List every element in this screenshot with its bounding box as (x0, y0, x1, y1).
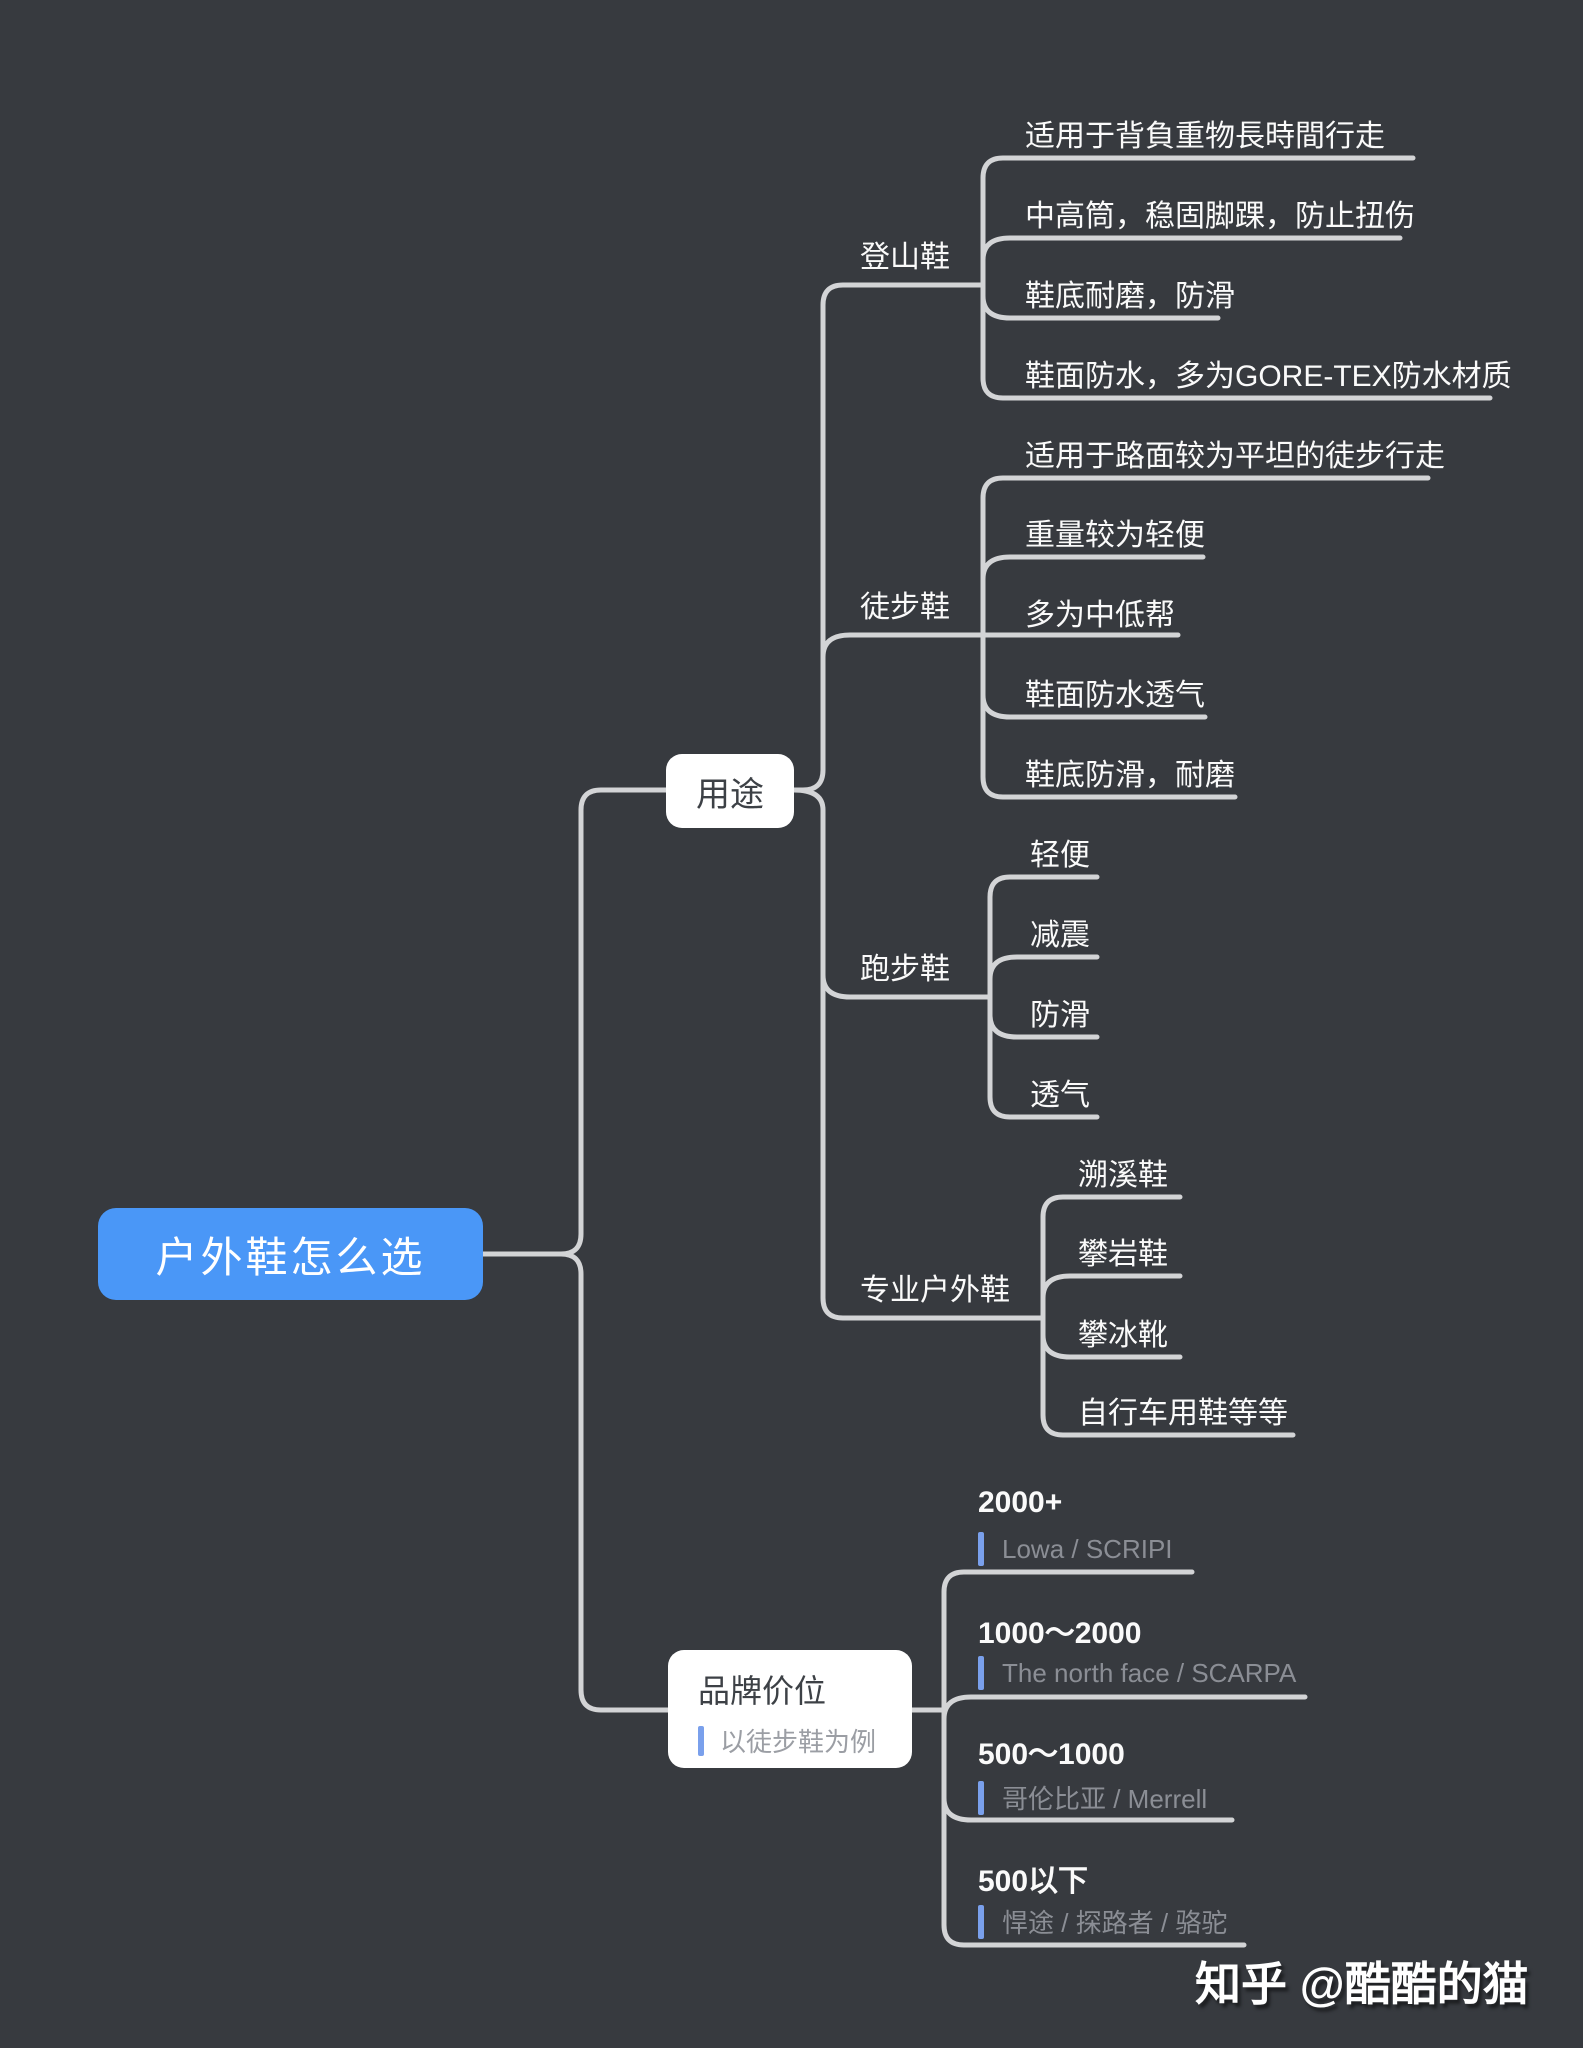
leaf-hiking-4[interactable]: 鞋面防水透气 (1025, 679, 1205, 712)
price-branch-note: 以徒步鞋为例 (698, 1722, 912, 1759)
leaf-pro-3[interactable]: 攀冰靴 (1078, 1319, 1168, 1352)
tier-3-brands-text: 哥伦比亚 / Merrell (1002, 1784, 1208, 1814)
root-node[interactable]: 户外鞋怎么选 (98, 1208, 483, 1300)
tier-4-brands-text: 悍途 / 探路者 / 骆驼 (1002, 1908, 1228, 1938)
tier-1-brands[interactable]: Lowa / SCRIPI (978, 1532, 1173, 1566)
tier-2-range[interactable]: 1000～2000 (978, 1617, 1142, 1650)
leaf-running-1[interactable]: 轻便 (1030, 839, 1090, 872)
category-climbing-shoes[interactable]: 登山鞋 (860, 241, 950, 274)
note-accent-bar (698, 1725, 704, 1756)
tier-3-brands[interactable]: 哥伦比亚 / Merrell (978, 1779, 1207, 1816)
tier-4-accent-bar (978, 1904, 984, 1939)
leaf-climbing-2[interactable]: 中高筒，稳固脚踝，防止扭伤 (1025, 200, 1415, 233)
leaf-climbing-3[interactable]: 鞋底耐磨，防滑 (1025, 280, 1235, 313)
tier-1-accent-bar (978, 1532, 984, 1566)
category-pro-outdoor-shoes[interactable]: 专业户外鞋 (860, 1274, 1010, 1307)
tier-2-brands[interactable]: The north face / SCARPA (978, 1656, 1296, 1690)
tier-4-brands[interactable]: 悍途 / 探路者 / 骆驼 (978, 1903, 1227, 1940)
zhihu-watermark: 知乎 @酷酷的猫 (1195, 1958, 1529, 2010)
branch-usage-node[interactable]: 用途 (666, 754, 794, 828)
leaf-pro-1[interactable]: 溯溪鞋 (1078, 1159, 1168, 1192)
leaf-hiking-2[interactable]: 重量较为轻便 (1025, 519, 1205, 552)
category-hiking-shoes[interactable]: 徒步鞋 (860, 591, 950, 624)
leaf-climbing-4[interactable]: 鞋面防水，多为GORE-TEX防水材质 (1025, 360, 1512, 393)
branch-price-node[interactable]: 品牌价位 以徒步鞋为例 (668, 1650, 912, 1768)
leaf-running-3[interactable]: 防滑 (1030, 999, 1090, 1032)
leaf-running-2[interactable]: 减震 (1030, 919, 1090, 952)
leaf-hiking-1[interactable]: 适用于路面较为平坦的徒步行走 (1025, 440, 1445, 473)
leaf-running-4[interactable]: 透气 (1030, 1079, 1090, 1112)
leaf-pro-4[interactable]: 自行车用鞋等等 (1078, 1397, 1288, 1430)
price-branch-title: 品牌价位 (698, 1673, 827, 1709)
leaf-hiking-5[interactable]: 鞋底防滑，耐磨 (1025, 759, 1235, 792)
tier-3-accent-bar (978, 1780, 984, 1815)
tier-3-range[interactable]: 500～1000 (978, 1738, 1125, 1771)
category-running-shoes[interactable]: 跑步鞋 (860, 953, 950, 986)
tier-2-brands-text: The north face / SCARPA (1002, 1657, 1297, 1688)
leaf-pro-2[interactable]: 攀岩鞋 (1078, 1238, 1168, 1271)
leaf-hiking-3[interactable]: 多为中低帮 (1025, 599, 1175, 632)
leaf-climbing-1[interactable]: 适用于背負重物長時間行走 (1025, 120, 1385, 153)
price-branch-note-text: 以徒步鞋为例 (720, 1727, 877, 1757)
tier-4-range[interactable]: 500以下 (978, 1865, 1089, 1898)
tier-1-range[interactable]: 2000+ (978, 1486, 1063, 1519)
tier-1-brands-text: Lowa / SCRIPI (1002, 1533, 1173, 1564)
tier-2-accent-bar (978, 1656, 984, 1690)
